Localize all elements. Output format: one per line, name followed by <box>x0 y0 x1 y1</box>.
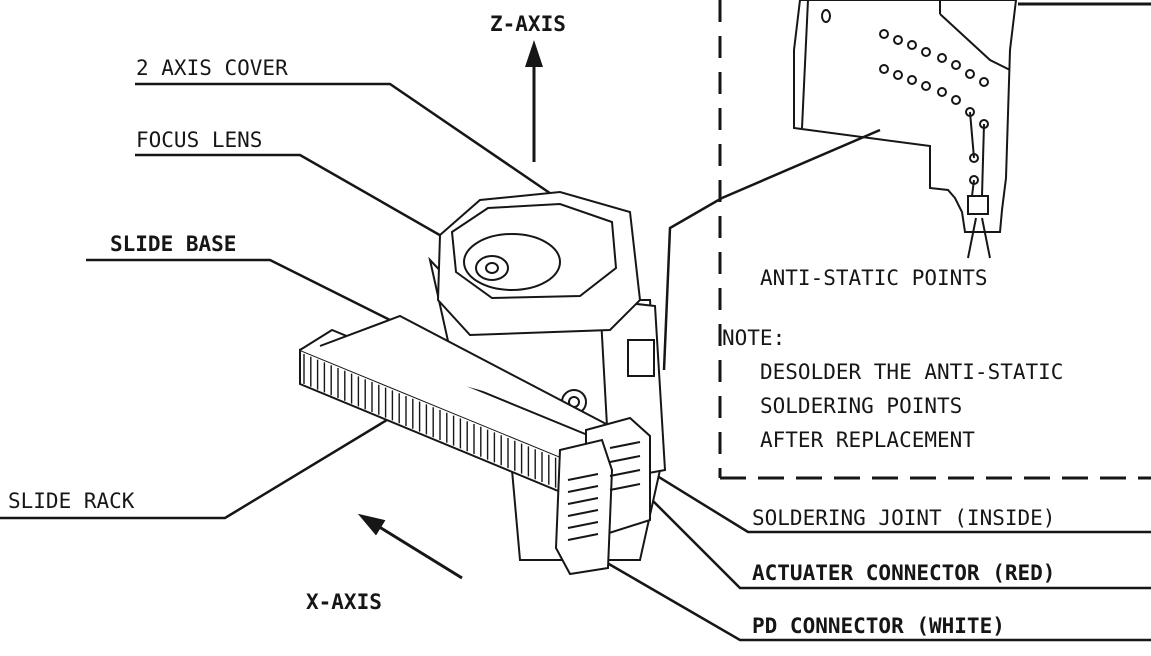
x-axis-label: X-AXIS <box>306 590 382 614</box>
anti-static-points-label: ANTI-STATIC POINTS <box>760 266 988 290</box>
focus-lens-label: FOCUS LENS <box>136 128 263 152</box>
axis-cover-label: 2 AXIS COVER <box>136 56 288 80</box>
slide-rack-label: SLIDE RACK <box>8 489 135 513</box>
slide-rack-teeth <box>303 354 570 494</box>
soldering-joint-label: SOLDERING JOINT (INSIDE) <box>752 506 1056 530</box>
note-heading: NOTE: <box>722 326 786 350</box>
board-traces <box>969 111 985 197</box>
leader-lines <box>0 82 1151 642</box>
x-axis-arrow <box>357 513 463 580</box>
circuit-board <box>793 0 1018 233</box>
note-line-2: SOLDERING POINTS <box>760 394 963 418</box>
inset-dashed-border <box>718 0 1151 480</box>
pd-connector-shape <box>554 438 614 576</box>
board-solder-pads <box>879 29 989 215</box>
anti-static-pointer <box>967 217 991 259</box>
note-line-1: DESOLDER THE ANTI-STATIC <box>760 360 1064 384</box>
z-axis-label: Z-AXIS <box>490 12 566 36</box>
pd-connector-label: PD CONNECTOR (WHITE) <box>752 614 1005 638</box>
actuater-connector-label: ACTUATER CONNECTOR (RED) <box>752 561 1056 585</box>
note-line-3: AFTER REPLACEMENT <box>760 428 975 452</box>
slide-base-label: SLIDE BASE <box>110 232 237 256</box>
connector-pins <box>567 441 641 541</box>
